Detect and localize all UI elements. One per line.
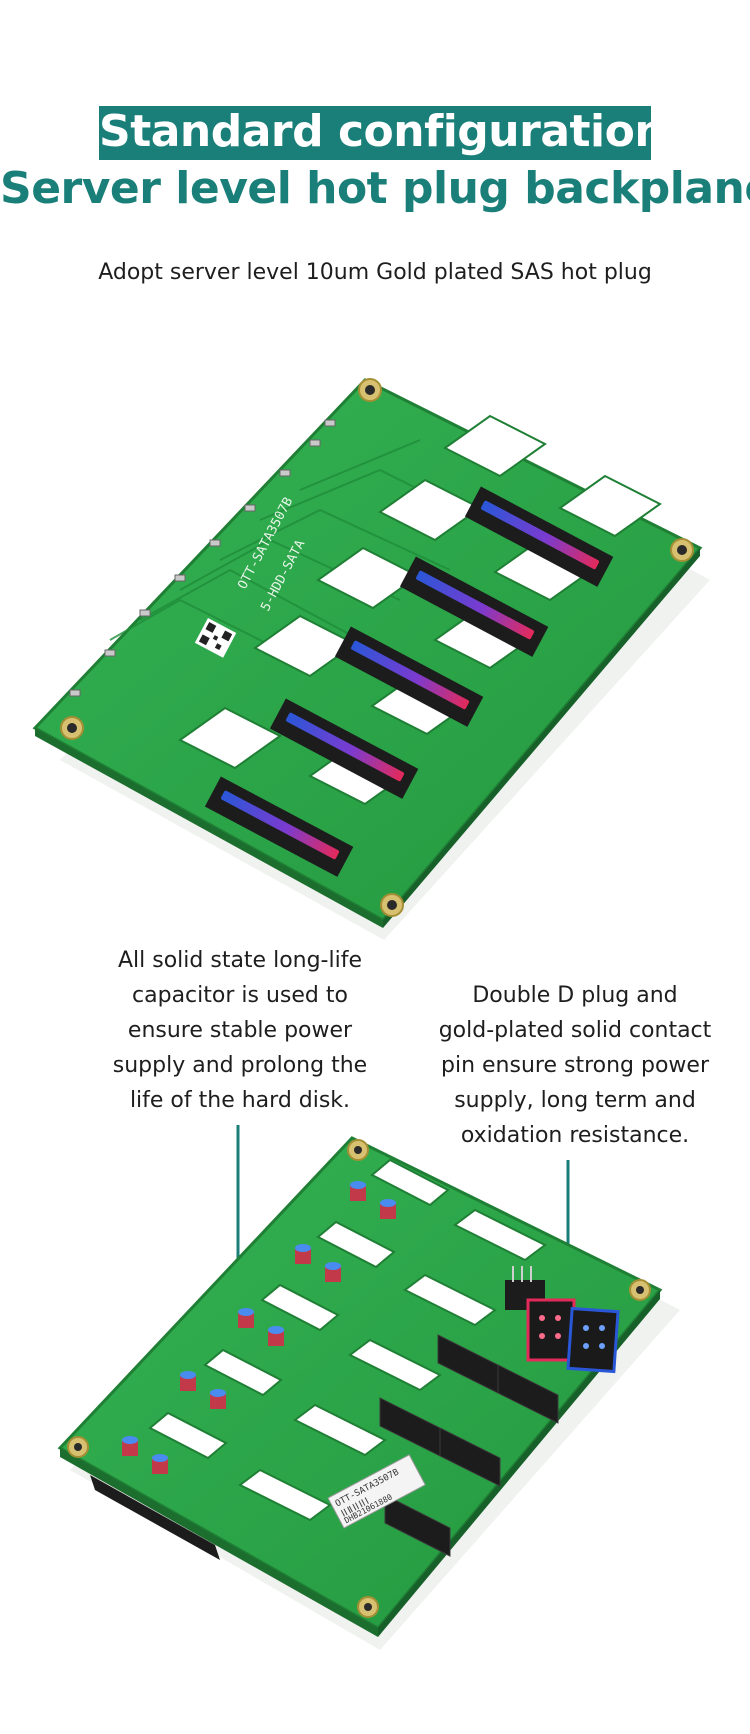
callout-line: gold-plated solid contact [438, 1018, 712, 1043]
qr-code-icon [194, 618, 237, 658]
capacitor-icons [122, 1181, 396, 1474]
callout-line: oxidation resistance. [460, 1123, 690, 1148]
double-d-plug-icons [526, 1298, 620, 1374]
plug-callout: Double D plug and gold-plated solid cont… [420, 978, 730, 1153]
callout-line: life of the hard disk. [129, 1088, 351, 1113]
capacitor-callout: All solid state long-life capacitor is u… [95, 943, 385, 1118]
callout-line: supply, long term and [454, 1088, 696, 1113]
sas-connectors [204, 486, 614, 877]
pcb-board [57, 1136, 663, 1630]
callout-line: All solid state long-life [117, 948, 363, 973]
tagline: Adopt server level 10um Gold plated SAS … [98, 260, 652, 285]
callout-line: supply and prolong the [112, 1053, 368, 1078]
callout-line: capacitor is used to [132, 983, 348, 1008]
callout-line: ensure stable power [127, 1018, 353, 1043]
title-banner [99, 106, 651, 160]
callout-line: Double D plug and [472, 983, 678, 1008]
callout-line: pin ensure strong power [441, 1053, 709, 1078]
page-title: Standard configuration [99, 106, 666, 157]
sata-port-icons [379, 1334, 559, 1557]
board-cutout [148, 1158, 547, 1522]
page-subtitle: Server level hot plug backplane [0, 163, 750, 214]
